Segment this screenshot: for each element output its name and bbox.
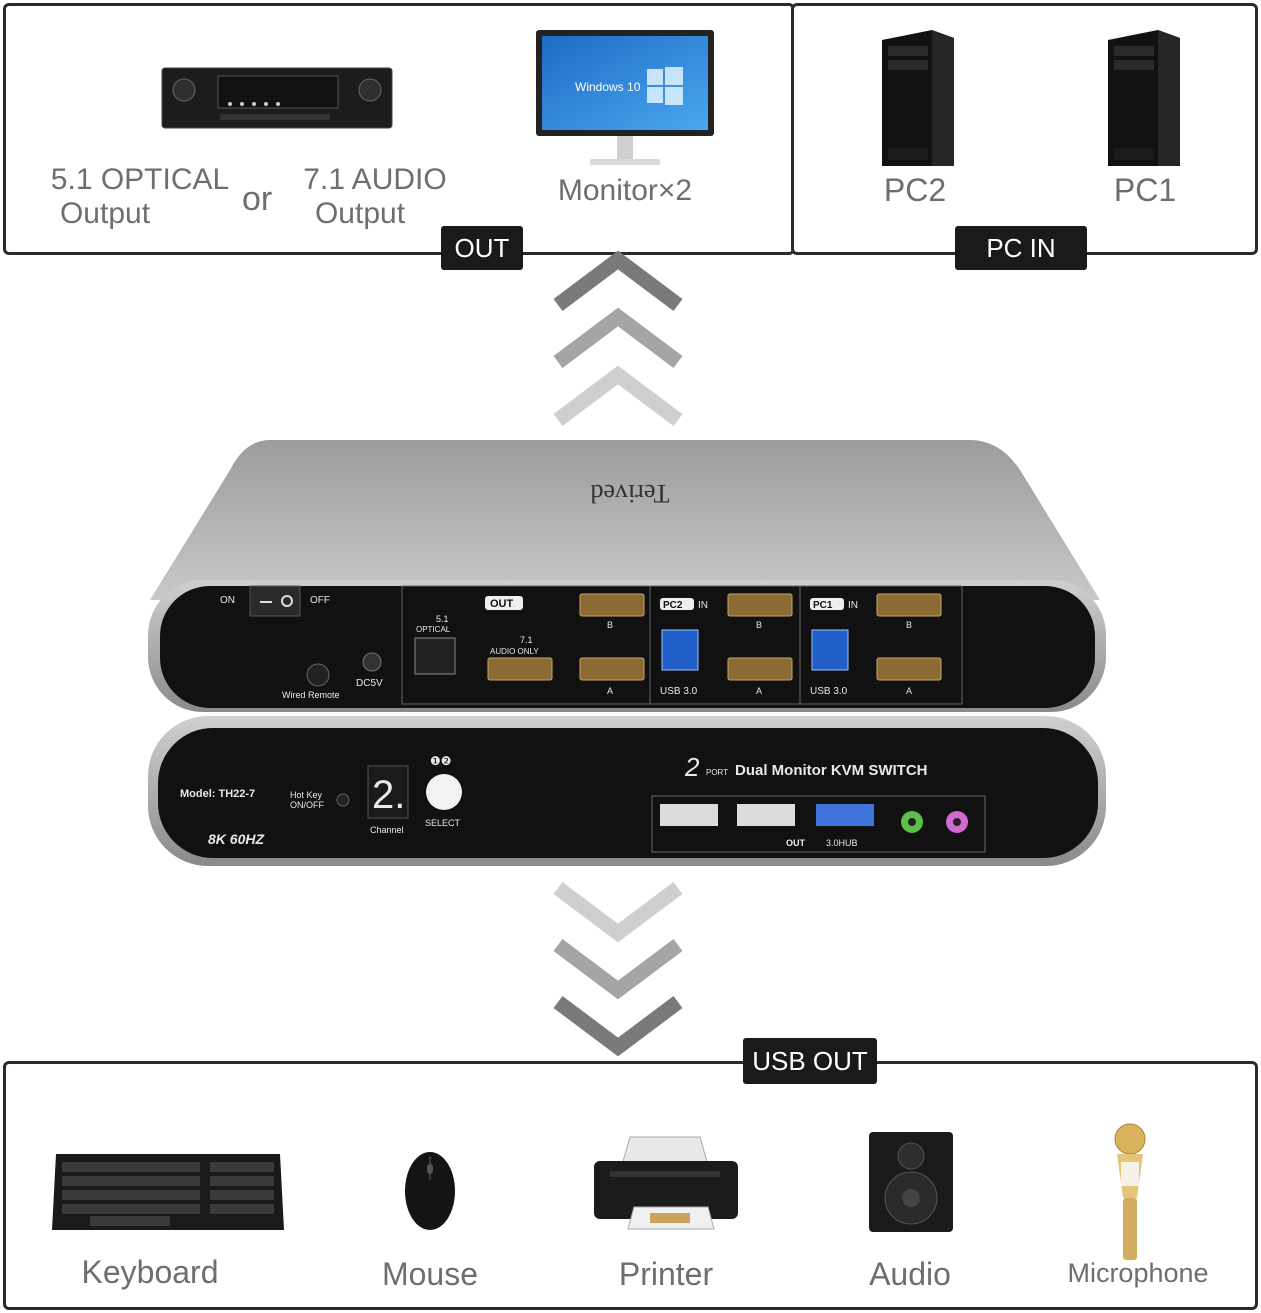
audio71-port-label: 7.1 xyxy=(520,635,533,645)
audio71-output-line2: Output xyxy=(314,197,406,230)
hotkey-button xyxy=(336,793,350,807)
down-chevron-icon xyxy=(553,996,683,1057)
optical-port-label: 5.1 xyxy=(436,614,449,624)
pc2-usb30-label: USB 3.0 xyxy=(660,686,698,697)
mouse-image xyxy=(405,1152,455,1230)
optical-sub-label: OPTICAL xyxy=(416,625,451,634)
model-label: Model: TH22-7 xyxy=(180,788,255,800)
usb-out-tag: USB OUT xyxy=(743,1038,877,1084)
usb-item-mouse: Mouse xyxy=(381,1256,479,1292)
pc2-port-b-label: B xyxy=(756,620,762,630)
pc2-in-label: IN xyxy=(698,600,708,611)
hotkey-line2: ON/OFF xyxy=(290,800,324,810)
title-port: PORT xyxy=(706,768,728,777)
optical-output-line1: 5.1 OPTICAL xyxy=(50,163,230,196)
pc1-port-a-label: A xyxy=(906,686,912,696)
pc2-label: PC2 xyxy=(883,172,947,208)
monitor-image: Windows 10 xyxy=(536,30,714,165)
down-chevron-icon xyxy=(553,882,683,943)
out-tag: OUT xyxy=(441,226,523,270)
kvm-switch-device: Terived ON OFF Wired Remote DC5V 5.1 OPT… xyxy=(148,440,1106,866)
switch-on-label: ON xyxy=(220,595,235,606)
usb-item-printer: Printer xyxy=(618,1256,714,1292)
pc1-port-b-label: B xyxy=(906,620,912,630)
out-badge: OUT xyxy=(490,598,514,610)
optical-output-line2: Output xyxy=(59,197,151,230)
pc2-badge: PC2 xyxy=(663,600,683,611)
pc-in-panel xyxy=(791,3,1258,255)
switch-off-label: OFF xyxy=(310,595,330,606)
or-word: or xyxy=(242,180,273,218)
pc1-tower-image xyxy=(1108,30,1180,166)
av-receiver-image xyxy=(161,67,393,129)
dc5v-label: DC5V xyxy=(356,678,383,689)
up-arrows xyxy=(553,250,683,426)
pc1-badge: PC1 xyxy=(813,600,833,611)
up-chevron-icon xyxy=(553,250,683,311)
select-button xyxy=(426,774,462,810)
pc2-port-a-label: A xyxy=(756,686,762,696)
select-label: SELECT xyxy=(425,818,461,828)
up-chevron-icon xyxy=(553,307,683,368)
title-number: 2 xyxy=(684,752,700,782)
hub-30-label: 3.0HUB xyxy=(826,838,858,848)
pc1-label: PC1 xyxy=(1113,172,1177,208)
hub-out-label: OUT xyxy=(786,838,806,848)
usb-item-audio: Audio xyxy=(869,1256,951,1292)
port-a-label: A xyxy=(607,686,613,696)
pc1-usb30-label: USB 3.0 xyxy=(810,686,848,697)
port-b-label: B xyxy=(607,620,613,630)
microphone-image xyxy=(1114,1123,1146,1260)
pc1-in-label: IN xyxy=(848,600,858,611)
usb-item-keyboard: Keyboard xyxy=(81,1254,219,1290)
channel-label: Channel xyxy=(370,825,404,835)
monitor-screen-text: Windows 10 xyxy=(575,80,641,94)
title-main: Dual Monitor KVM SWITCH xyxy=(735,762,927,779)
down-arrows xyxy=(553,882,683,1057)
optical-output-label: 5.1 OPTICAL Output xyxy=(40,163,240,231)
audio71-output-line1: 7.1 AUDIO xyxy=(303,163,447,196)
resolution-label: 8K 60HZ xyxy=(208,831,264,847)
audio71-output-label: 7.1 AUDIO Output xyxy=(290,163,460,231)
channel-digit: 2. xyxy=(372,773,405,817)
wired-remote-label: Wired Remote xyxy=(282,690,340,700)
audio-only-label: AUDIO ONLY xyxy=(490,647,539,656)
brand-logo: Terived xyxy=(590,479,669,508)
monitor-label: Monitor×2 xyxy=(557,174,693,207)
up-chevron-icon xyxy=(553,365,683,426)
hotkey-line1: Hot Key xyxy=(290,790,323,800)
speaker-image xyxy=(869,1132,953,1232)
keyboard-image xyxy=(52,1154,284,1230)
select-numbers: ❶❷ xyxy=(430,754,452,768)
usb-item-microphone: Microphone xyxy=(1067,1258,1209,1288)
printer-image xyxy=(594,1136,738,1230)
pc2-tower-image xyxy=(882,30,954,166)
pc-in-tag: PC IN xyxy=(955,226,1087,270)
down-chevron-icon xyxy=(553,939,683,1000)
